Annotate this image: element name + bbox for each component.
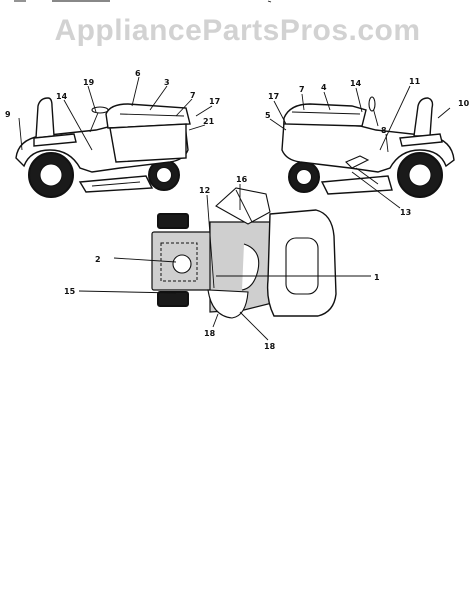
top-scan-marks bbox=[14, 0, 272, 3]
callout-3: 3 bbox=[164, 78, 170, 87]
mower-left-side-view bbox=[15, 97, 191, 198]
callout-18-left: 18 bbox=[204, 329, 216, 338]
callout-12: 12 bbox=[199, 186, 210, 195]
callout-1: 1 bbox=[374, 273, 380, 282]
callout-5: 5 bbox=[265, 111, 271, 120]
callout-14-right: 14 bbox=[350, 79, 362, 88]
callout-13: 13 bbox=[400, 208, 411, 217]
callout-2: 2 bbox=[95, 255, 101, 264]
watermark-logo: AppliancePartsPros.com bbox=[54, 14, 421, 47]
callout-21: 21 bbox=[203, 117, 215, 126]
callout-7-left: 7 bbox=[190, 91, 196, 100]
callout-15: 15 bbox=[64, 287, 76, 296]
callout-8: 8 bbox=[381, 126, 387, 135]
callout-18-right: 18 bbox=[264, 342, 276, 351]
mower-top-view bbox=[151, 187, 337, 319]
callout-9: 9 bbox=[5, 110, 11, 119]
callout-19: 19 bbox=[83, 78, 95, 87]
callout-7-right: 7 bbox=[299, 85, 305, 94]
mower-right-side-view bbox=[281, 96, 455, 198]
callout-16-top: 16 bbox=[236, 175, 248, 184]
callout-14-left: 14 bbox=[56, 92, 68, 101]
callout-labels: 9 14 19 6 3 7 17 21 17 5 7 4 14 11 8 10 … bbox=[5, 69, 470, 351]
callout-11: 11 bbox=[409, 77, 421, 86]
leader-lines bbox=[18, 76, 451, 341]
callout-10: 10 bbox=[458, 99, 470, 108]
callout-17-right: 17 bbox=[268, 92, 279, 101]
callout-17-left: 17 bbox=[209, 97, 220, 106]
callout-4: 4 bbox=[321, 83, 327, 92]
callout-6: 6 bbox=[135, 69, 141, 78]
